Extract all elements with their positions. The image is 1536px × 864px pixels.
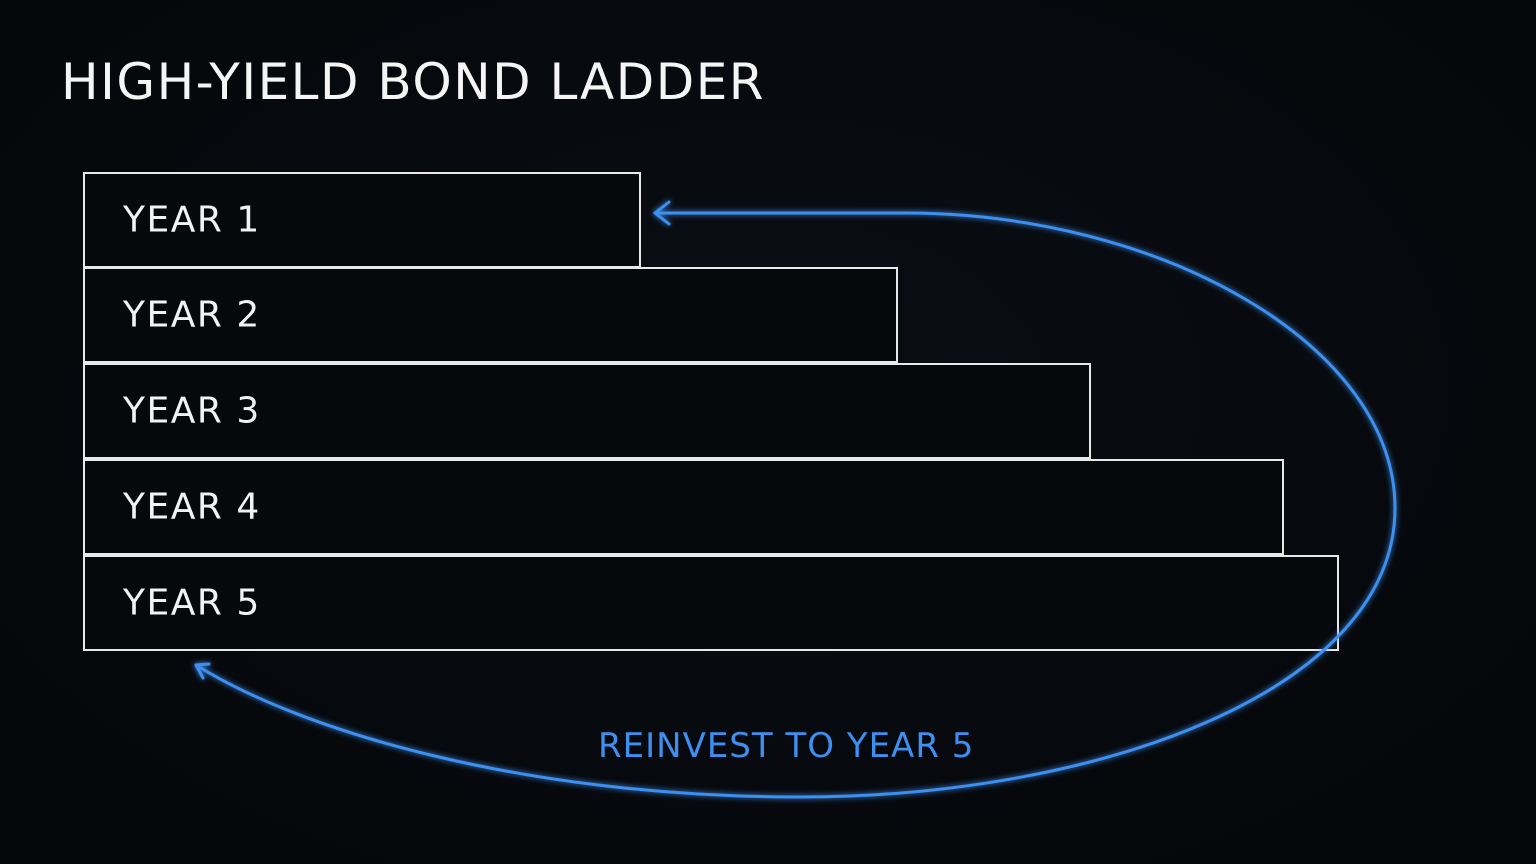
diagram-title: HIGH-YIELD BOND LADDER — [61, 53, 766, 111]
rung-year-1: YEAR 1 — [83, 172, 641, 268]
rung-year-4: YEAR 4 — [83, 459, 1284, 555]
arrowhead-icon — [653, 200, 671, 226]
rung-year-2: YEAR 2 — [83, 267, 898, 363]
rung-label: YEAR 3 — [123, 390, 261, 432]
arrowhead-icon — [194, 662, 211, 680]
rung-year-3: YEAR 3 — [83, 363, 1091, 459]
rung-year-5: YEAR 5 — [83, 555, 1339, 651]
reinvest-label: REINVEST TO YEAR 5 — [598, 726, 975, 766]
rung-label: YEAR 5 — [123, 582, 261, 624]
rung-label: YEAR 2 — [123, 294, 261, 336]
rung-label: YEAR 1 — [123, 199, 261, 241]
rung-label: YEAR 4 — [123, 486, 261, 528]
